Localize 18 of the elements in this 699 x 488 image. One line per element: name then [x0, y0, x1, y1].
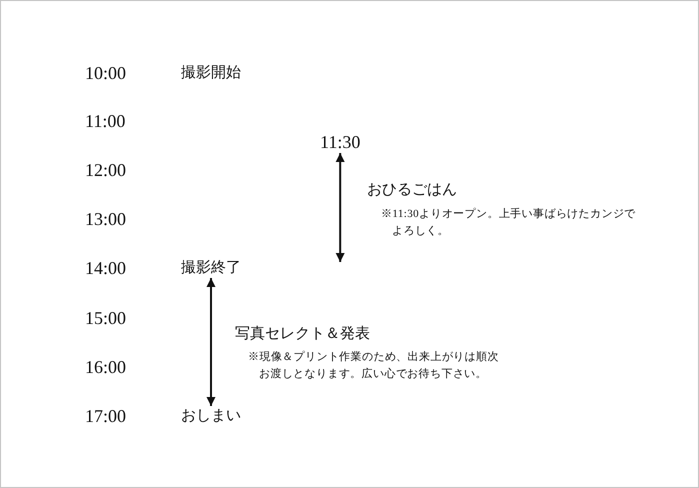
time-label: 13:00 — [85, 210, 126, 228]
event-label: 撮影開始 — [181, 65, 241, 81]
note-text: ※11:30よりオープン。上手い事ばらけたカンジでよろしく。 — [381, 206, 637, 238]
time-label: 11:00 — [85, 112, 126, 130]
time-label: 15:00 — [85, 309, 126, 327]
event-label: おしまい — [181, 408, 241, 424]
double-arrow — [206, 278, 216, 406]
time-label: 12:00 — [85, 161, 126, 179]
time-label: 14:00 — [85, 259, 126, 277]
time-label: 16:00 — [85, 358, 126, 376]
double-arrow — [336, 153, 345, 262]
time-label: 11:30 — [320, 133, 360, 151]
event-title: おひるごはん — [367, 182, 457, 198]
time-label: 10:00 — [85, 64, 126, 82]
event-label: 撮影終了 — [181, 260, 241, 276]
event-title: 写真セレクト＆発表 — [235, 326, 370, 342]
note-text: ※現像＆プリント作業のため、出来上がりは順次お渡しとなります。広い心でお待ち下さい。 — [248, 350, 500, 382]
time-label: 17:00 — [85, 407, 126, 425]
